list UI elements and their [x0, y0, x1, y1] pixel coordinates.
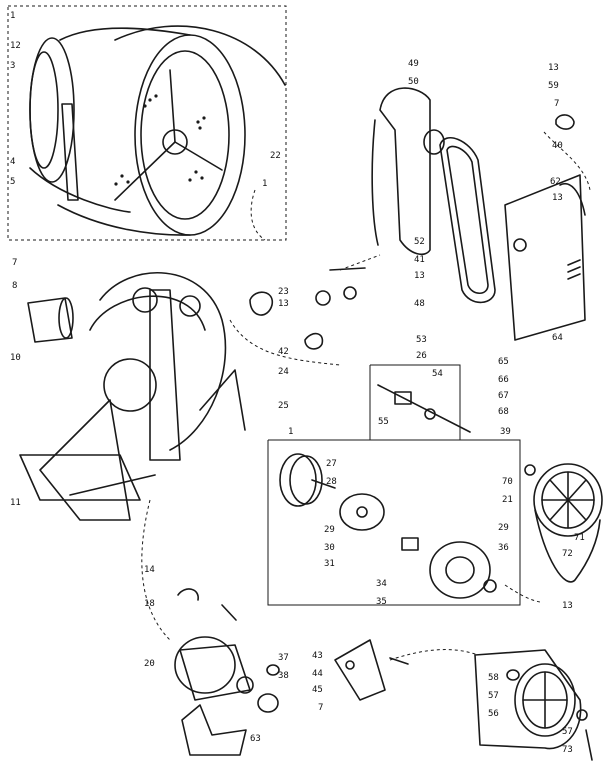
label-20: 20: [144, 659, 155, 669]
rear-bulkhead-frame: [19, 272, 246, 521]
leader-lines: [141, 189, 541, 661]
label-22: 22: [270, 151, 281, 161]
label-18: 18: [144, 599, 155, 609]
label-35: 35: [376, 597, 387, 607]
label-14: 14: [144, 565, 155, 575]
label-64: 64: [552, 333, 563, 343]
label-8: 8: [12, 281, 17, 291]
label-30: 30: [324, 543, 335, 553]
label-7: 7: [12, 258, 17, 268]
label-55: 55: [378, 417, 389, 427]
label-5: 5: [10, 177, 15, 187]
label-25: 25: [278, 401, 289, 411]
label-67: 67: [498, 391, 509, 401]
label-10: 10: [10, 353, 21, 363]
label-49: 49: [408, 59, 419, 69]
label-48: 48: [414, 299, 425, 309]
label-4: 4: [10, 157, 15, 167]
label-73: 73: [562, 745, 573, 755]
label-44: 44: [312, 669, 323, 679]
label-68: 68: [498, 407, 509, 417]
label-66: 66: [498, 375, 509, 385]
drive-shaft-assembly: [369, 364, 471, 441]
drive-pulley-belt: [524, 463, 603, 583]
part-number-labels: 1 12 3 4 5 22 1 7 8 10 11 23 13 42 24 25…: [10, 11, 585, 755]
drum-inset: [7, 5, 287, 241]
label-23: 23: [278, 287, 289, 297]
label-58: 58: [488, 673, 499, 683]
label-62: 62: [550, 177, 561, 187]
label-29a: 29: [324, 525, 335, 535]
label-13b: 13: [414, 271, 425, 281]
label-24: 24: [278, 367, 289, 377]
label-65: 65: [498, 357, 509, 367]
label-53: 53: [416, 335, 427, 345]
label-1c: 1: [288, 427, 293, 437]
label-52: 52: [414, 237, 425, 247]
label-13e: 13: [562, 601, 573, 611]
label-50: 50: [408, 77, 419, 87]
label-7b: 7: [554, 99, 559, 109]
label-29b: 29: [498, 523, 509, 533]
label-57a: 57: [488, 691, 499, 701]
label-11: 11: [10, 498, 21, 508]
label-12: 12: [10, 41, 21, 51]
label-28: 28: [326, 477, 337, 487]
label-71: 71: [574, 533, 585, 543]
idler-bracket: [334, 639, 409, 701]
label-13d: 13: [552, 193, 563, 203]
label-36: 36: [498, 543, 509, 553]
label-42: 42: [278, 347, 289, 357]
label-39: 39: [500, 427, 511, 437]
label-70: 70: [502, 477, 513, 487]
label-27: 27: [326, 459, 337, 469]
label-1b: 1: [262, 179, 267, 189]
label-41: 41: [414, 255, 425, 265]
label-37: 37: [278, 653, 289, 663]
label-13c: 13: [548, 63, 559, 73]
label-34: 34: [376, 579, 387, 589]
label-56: 56: [488, 709, 499, 719]
motor-assembly: [174, 588, 280, 756]
label-13a: 13: [278, 299, 289, 309]
label-45: 45: [312, 685, 323, 695]
label-72: 72: [562, 549, 573, 559]
label-3: 3: [10, 61, 15, 71]
label-54: 54: [432, 369, 443, 379]
rear-pulley: [474, 649, 593, 761]
blower-pulley-group: [267, 439, 521, 606]
label-21: 21: [502, 495, 513, 505]
label-7c: 7: [318, 703, 323, 713]
label-31: 31: [324, 559, 335, 569]
label-63: 63: [250, 734, 261, 744]
idler-bracket-parts: [249, 267, 366, 350]
label-57b: 57: [562, 727, 573, 737]
label-1: 1: [10, 11, 15, 21]
label-26: 26: [416, 351, 427, 361]
label-40: 40: [552, 141, 563, 151]
label-38: 38: [278, 671, 289, 681]
label-43: 43: [312, 651, 323, 661]
belt-panel-group: [371, 87, 591, 341]
label-59: 59: [548, 81, 559, 91]
